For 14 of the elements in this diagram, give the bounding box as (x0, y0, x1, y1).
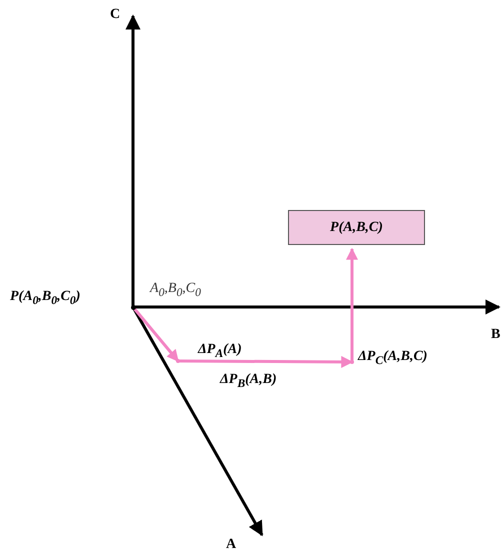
axis-label: C (110, 8, 120, 22)
arrow (178, 356, 354, 368)
edge-label: ΔP$_{C}$(A,B,C) (358, 350, 428, 366)
edge-label: ΔP$_{A}$(A) (198, 343, 242, 360)
origin-label: A$_{0}$,B$_{0}$,C$_{0}$ (150, 282, 201, 298)
corner-point (350, 360, 354, 364)
point-box: P(A,B,C) (288, 210, 425, 245)
axis-label: B (491, 328, 500, 342)
arrow (346, 248, 358, 362)
axis-label: A (226, 538, 236, 552)
corner-point (176, 359, 180, 363)
edge-label: ΔP$_{B}$(A,B) (220, 373, 277, 390)
point-label: P(A$_{0}$,B$_{0}$,C$_{0}$) (10, 290, 133, 308)
arrow (132, 306, 180, 362)
